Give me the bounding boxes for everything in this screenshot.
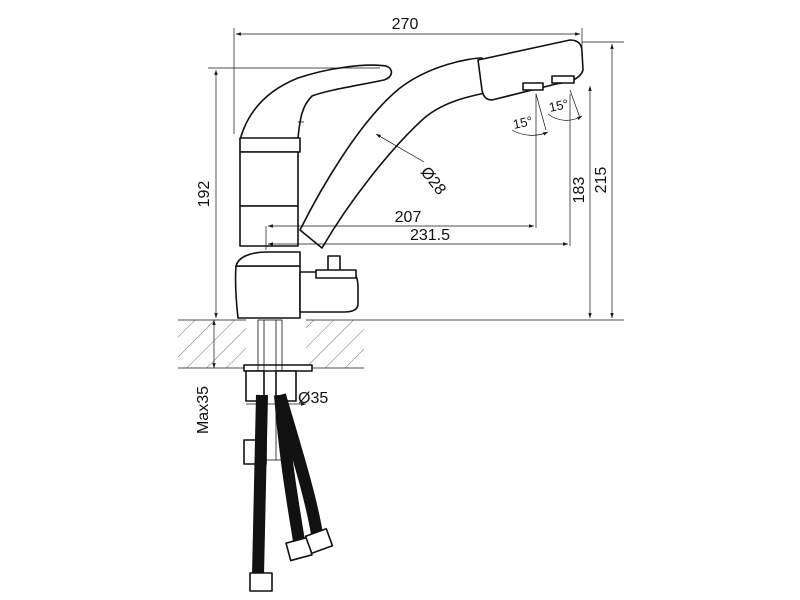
hose-nut-3 xyxy=(304,527,334,555)
dim-height-body: 192 xyxy=(196,181,213,208)
lever-collar xyxy=(239,137,301,153)
spout-tube xyxy=(299,57,491,249)
lever-handle xyxy=(239,64,393,141)
dimension-labels: 270 192 215 183 207 231.5 Ø28 15° 15° Ma… xyxy=(195,16,610,434)
dim-max-thickness: Max35 xyxy=(195,386,212,434)
countertop xyxy=(178,319,364,369)
dim-reach-inner: 207 xyxy=(395,209,422,226)
hose-nut-1 xyxy=(249,572,273,592)
faucet-base xyxy=(234,265,301,319)
outlet-left xyxy=(522,82,544,91)
dim-hole-diameter: Ø35 xyxy=(298,390,328,407)
body-upper xyxy=(239,151,299,207)
dim-width-total: 270 xyxy=(392,16,419,33)
dim-height-spout: 183 xyxy=(571,177,588,204)
dim-reach-outer: 231.5 xyxy=(410,227,450,244)
outlet-right xyxy=(551,75,575,84)
dim-angle-right: 15° xyxy=(548,96,570,115)
dim-spout-diameter: Ø28 xyxy=(417,164,449,198)
spout-head xyxy=(477,39,584,101)
dim-angle-left: 15° xyxy=(512,113,534,132)
dim-height-total: 215 xyxy=(593,167,610,194)
faucet-body xyxy=(234,39,584,319)
dimension-lines xyxy=(208,28,624,406)
flexible-hoses xyxy=(249,393,334,592)
